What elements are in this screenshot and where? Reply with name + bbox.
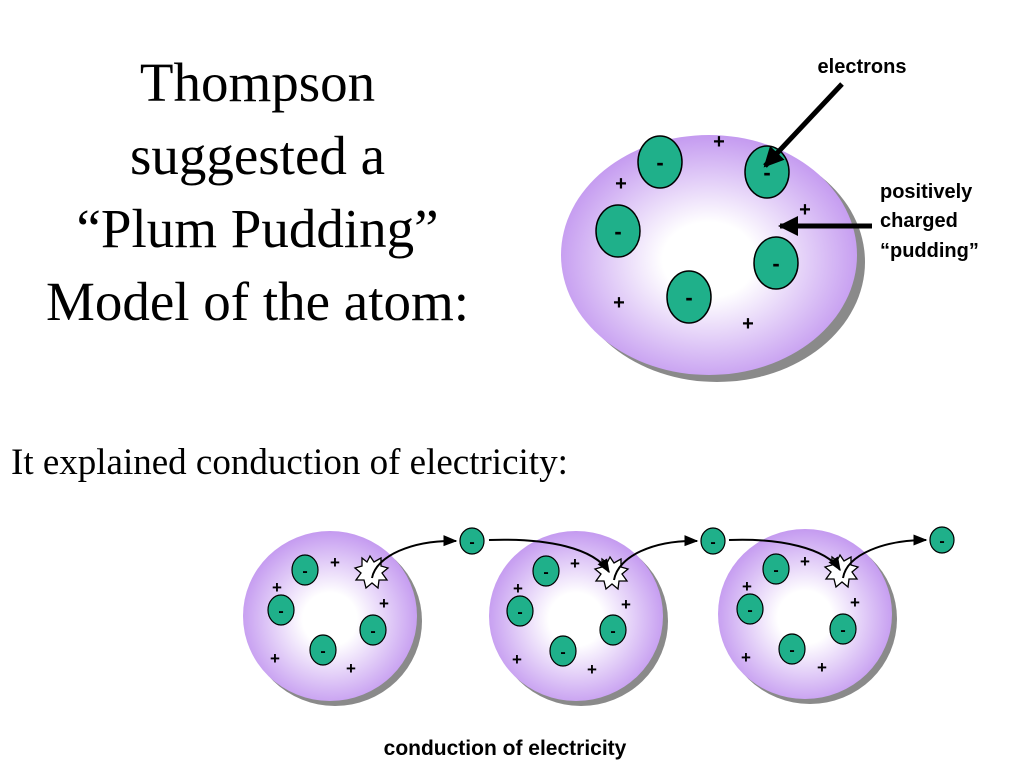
electron: - xyxy=(753,236,799,290)
positive-charge: + xyxy=(570,554,580,573)
electron-in-arrow xyxy=(488,538,610,574)
small-atom: - - - - + + + + + xyxy=(718,529,897,704)
positive-charge: + xyxy=(799,199,811,221)
svg-text:-: - xyxy=(370,623,375,640)
pudding-label: positively charged “pudding” xyxy=(880,181,979,262)
electron: - xyxy=(829,613,857,645)
moving-electron: - xyxy=(929,526,955,554)
positive-charge: + xyxy=(272,578,282,597)
electrons-label: electrons xyxy=(818,56,907,78)
electrons-pointer-arrow xyxy=(763,82,844,168)
caption: conduction of electricity xyxy=(383,737,627,760)
electron: - xyxy=(291,554,319,586)
positive-charge: + xyxy=(330,553,340,572)
positive-charge: + xyxy=(512,650,522,669)
svg-text:-: - xyxy=(543,564,548,581)
svg-text:-: - xyxy=(747,602,752,619)
positive-charge: + xyxy=(613,292,625,314)
svg-text:-: - xyxy=(614,219,621,244)
moving-electron: - xyxy=(700,527,726,555)
positive-charge: + xyxy=(270,649,280,668)
svg-text:-: - xyxy=(840,622,845,639)
title-line: Model of the atom: xyxy=(45,271,470,332)
svg-text:-: - xyxy=(763,160,770,185)
svg-text:-: - xyxy=(773,562,778,579)
svg-text:-: - xyxy=(789,642,794,659)
electron: - xyxy=(762,553,790,585)
svg-text:-: - xyxy=(710,534,715,551)
positive-charge: + xyxy=(800,552,810,571)
small-atom: - - - - + + + + + xyxy=(489,531,668,706)
svg-text:-: - xyxy=(685,285,692,310)
positive-charge: + xyxy=(379,594,389,613)
moving-electron: - xyxy=(459,527,485,555)
svg-text:-: - xyxy=(772,251,779,276)
positive-charge: + xyxy=(615,173,627,195)
positive-charge: + xyxy=(817,658,827,677)
electron: - xyxy=(506,595,534,627)
electron: - xyxy=(549,635,577,667)
slide-title: Thompson suggested a “Plum Pudding” Mode… xyxy=(0,46,515,338)
svg-text:-: - xyxy=(610,623,615,640)
electron: - xyxy=(637,135,683,189)
electron-out-arrow xyxy=(613,535,699,581)
electron: - xyxy=(599,614,627,646)
electron: - xyxy=(736,593,764,625)
svg-text:-: - xyxy=(302,563,307,580)
positive-charge: + xyxy=(346,659,356,678)
positive-charge: + xyxy=(713,131,725,153)
svg-text:-: - xyxy=(278,603,283,620)
electron-in-arrow xyxy=(728,538,841,572)
positive-charge: + xyxy=(513,579,523,598)
positive-charge: + xyxy=(850,593,860,612)
electron-out-arrow xyxy=(842,534,928,579)
electron-out-arrow xyxy=(371,535,458,579)
svg-text:-: - xyxy=(560,644,565,661)
positive-charge: + xyxy=(742,313,754,335)
svg-text:-: - xyxy=(939,533,944,550)
title-line: suggested a xyxy=(129,125,386,186)
svg-text:-: - xyxy=(517,604,522,621)
electron: - xyxy=(309,634,337,666)
small-atom: - - - - + + + + + xyxy=(243,531,422,706)
electron: - xyxy=(666,270,712,324)
svg-text:-: - xyxy=(469,534,474,551)
title-line: “Plum Pudding” xyxy=(76,198,439,259)
big-atom: - - - - - + + + + + xyxy=(561,131,865,382)
positive-charge: + xyxy=(742,577,752,596)
svg-text:-: - xyxy=(656,150,663,175)
title-line: Thompson xyxy=(139,52,376,113)
electron: - xyxy=(267,594,295,626)
positive-charge: + xyxy=(741,648,751,667)
electron: - xyxy=(532,555,560,587)
electron: - xyxy=(744,145,790,199)
positive-charge: + xyxy=(621,595,631,614)
svg-text:-: - xyxy=(320,643,325,660)
positive-charge: + xyxy=(587,660,597,679)
electron: - xyxy=(778,633,806,665)
electron: - xyxy=(359,614,387,646)
subtitle: It explained conduction of electricity: xyxy=(11,442,568,483)
electron: - xyxy=(595,204,641,258)
positive-pudding xyxy=(561,135,857,375)
